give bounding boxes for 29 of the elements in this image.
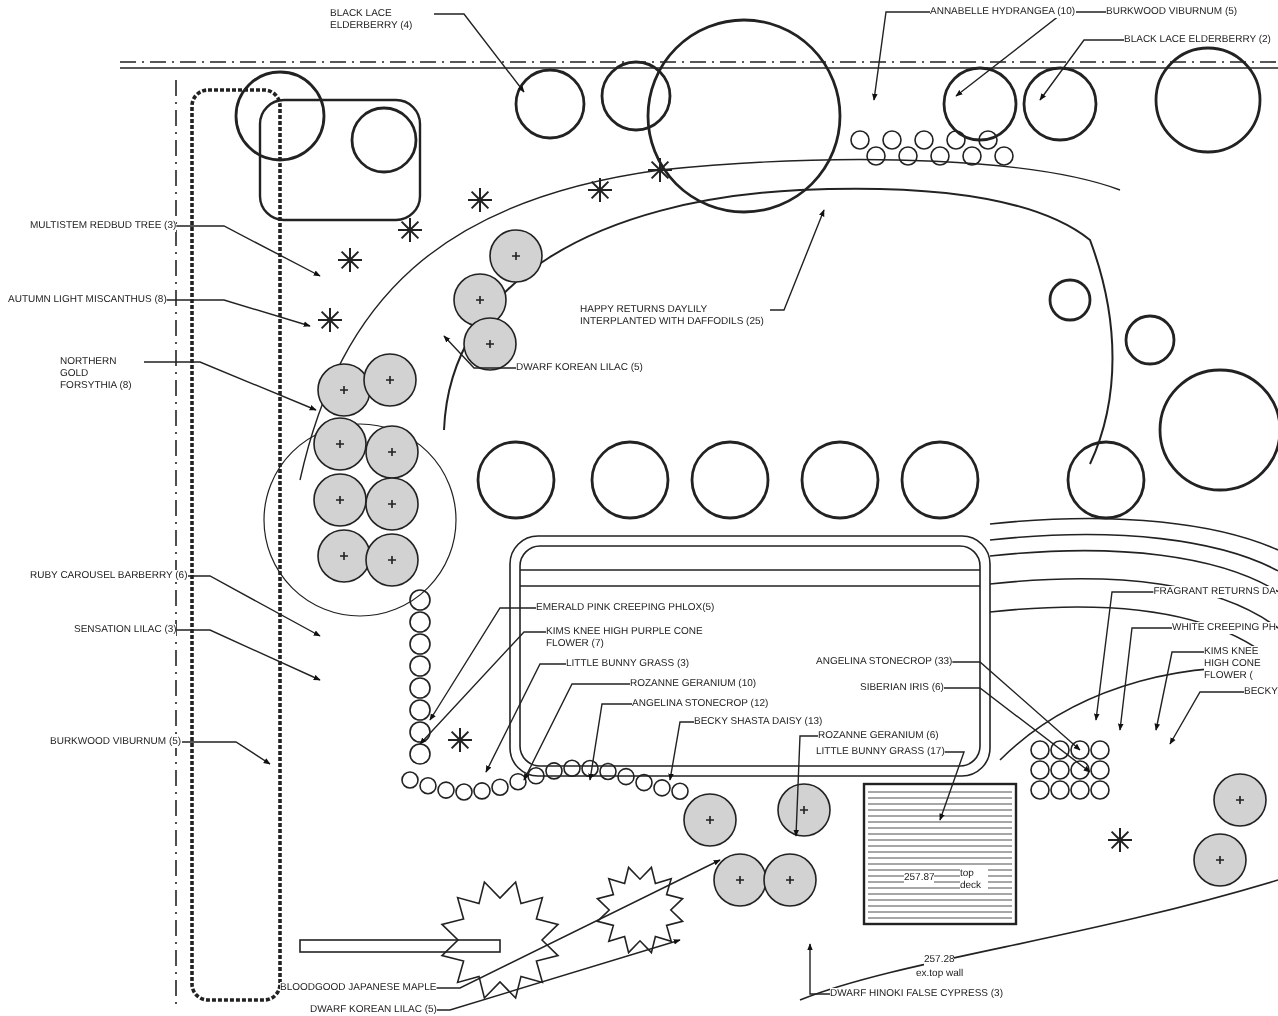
leader-line	[166, 299, 311, 327]
leader-line	[1094, 591, 1155, 721]
leader-line	[523, 683, 631, 781]
leader-line	[143, 361, 317, 411]
leader-line	[429, 607, 537, 721]
leader-line	[769, 209, 825, 311]
leader-line	[186, 575, 321, 637]
leader-line	[180, 741, 271, 765]
leader-line	[175, 225, 321, 277]
leader-line	[1169, 691, 1245, 745]
leader-line	[872, 11, 931, 101]
leader-line	[435, 859, 721, 989]
leader-line	[793, 735, 819, 837]
leader-line	[1117, 627, 1173, 731]
leader-line	[433, 13, 525, 93]
leader-line	[436, 939, 681, 1011]
leader-line	[175, 629, 321, 681]
leader-line	[1154, 651, 1205, 731]
leader-line	[943, 687, 1091, 773]
leader-line	[443, 335, 517, 369]
leader-line	[955, 11, 1107, 97]
leader-line	[588, 703, 633, 781]
leader-line	[419, 631, 547, 745]
leader-line	[1039, 39, 1125, 101]
leader-line	[668, 721, 695, 781]
leader-line	[951, 661, 1081, 751]
leader-line	[485, 663, 567, 773]
leader-line	[939, 751, 965, 821]
leader-line	[807, 943, 831, 995]
